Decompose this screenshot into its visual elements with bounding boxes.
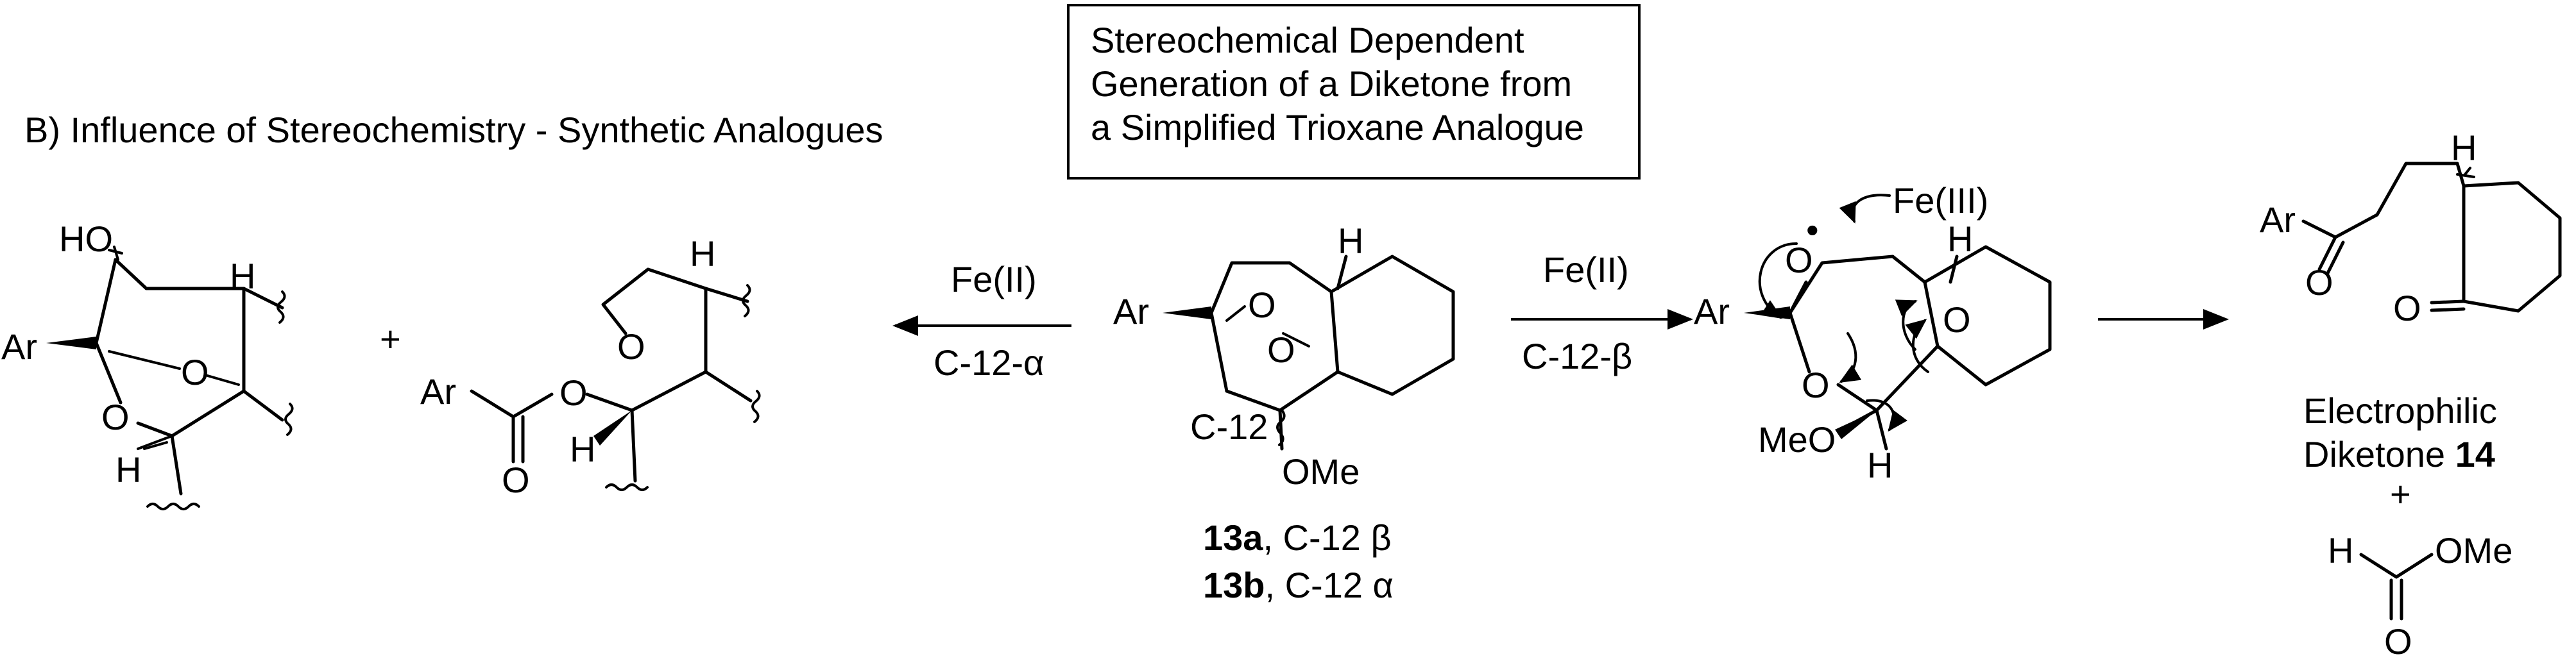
atom-o-bridge: O — [181, 352, 209, 392]
atom-o-int-ring: O — [1802, 365, 1830, 405]
product-ester: Ar O O O H H — [420, 233, 761, 500]
atom-h-dk: H — [2451, 128, 2477, 168]
atom-fe3: Fe(III) — [1893, 180, 1988, 221]
label-13b-bold: 13b — [1203, 565, 1265, 605]
atom-o-ring: O — [101, 397, 130, 437]
arrow-right-reagent: Fe(II) — [1543, 249, 1629, 290]
title-line-1: Stereochemical Dependent — [1091, 20, 1524, 60]
label-13a: 13a, C-12 β — [1203, 517, 1392, 558]
plus-sign-2: + — [2390, 474, 2411, 514]
product-diketone-14: Ar O O H — [2260, 128, 2562, 328]
atom-o-ring-2: O — [617, 326, 645, 367]
product-methyl-formate: H OMe O — [2328, 530, 2512, 661]
atom-meo-int: MeO — [1758, 419, 1836, 460]
label-13b: 13b, C-12 α — [1203, 565, 1394, 605]
diketone-label-line-1: Electrophilic — [2303, 390, 2497, 431]
atom-ome-sm: OMe — [1282, 451, 1360, 492]
product-bicyclic-ether: HO Ar O O H H — [1, 219, 294, 510]
atom-o-ester: O — [559, 372, 588, 413]
atom-o-peroxide-1: O — [1248, 285, 1276, 325]
radical-dot: • — [1806, 210, 1819, 250]
title-box: Stereochemical Dependent Generation of a… — [1067, 4, 1641, 180]
atom-h-formate: H — [2328, 530, 2353, 571]
atom-o-dk-2: O — [2393, 288, 2421, 328]
label-13a-bold: 13a — [1203, 517, 1263, 558]
atom-ar: Ar — [1, 326, 37, 367]
arrow-right-condition: C-12-β — [1522, 336, 1632, 376]
arrow-right-reaction: Fe(II) C-12-β — [1511, 249, 1693, 376]
intermediate-radical: Ar O • Fe(III) H O O MeO H — [1694, 180, 2052, 485]
plus-sign-1: + — [380, 319, 401, 359]
atom-o-carbonyl: O — [502, 460, 530, 500]
atom-ho: HO — [59, 219, 113, 259]
diketone-label-line-2: Diketone 14 — [2303, 434, 2495, 474]
arrow-left-reagent: Fe(II) — [951, 259, 1037, 299]
atom-h-side-2: H — [570, 429, 595, 469]
title-line-2: Generation of a Diketone from — [1091, 63, 1572, 104]
starting-material-13: Ar O O H C-12 OMe — [1113, 221, 1455, 492]
atom-o-peroxide-2: O — [1267, 330, 1295, 370]
arrow-left-condition: C-12-α — [934, 342, 1044, 383]
atom-o-int-right: O — [1943, 299, 1971, 340]
diketone-label-number: 14 — [2455, 434, 2495, 474]
atom-h-int-bottom: H — [1867, 445, 1893, 485]
label-13a-rest: , C-12 β — [1263, 517, 1391, 558]
arrow-left-reaction: Fe(II) C-12-α — [892, 259, 1071, 383]
atom-ar-dk: Ar — [2260, 199, 2296, 240]
title-line-3: a Simplified Trioxane Analogue — [1091, 107, 1584, 147]
atom-ome-formate: OMe — [2435, 530, 2512, 571]
atom-ar-2: Ar — [420, 371, 456, 412]
atom-h-bottom: H — [115, 449, 141, 490]
atom-h-int-top: H — [1947, 219, 1973, 259]
atom-o-radical: O — [1785, 240, 1813, 280]
diketone-label-text: Diketone — [2303, 434, 2455, 474]
atom-h-top-2: H — [690, 233, 715, 274]
atom-o-formate: O — [2384, 621, 2412, 661]
section-title: B) Influence of Stereochemistry - Synthe… — [24, 110, 883, 150]
atom-ar-int: Ar — [1694, 291, 1730, 331]
atom-ar-sm: Ar — [1113, 291, 1149, 331]
atom-c12: C-12 — [1190, 406, 1268, 447]
atom-h-sm: H — [1338, 221, 1363, 261]
label-13b-rest: , C-12 α — [1265, 565, 1394, 605]
